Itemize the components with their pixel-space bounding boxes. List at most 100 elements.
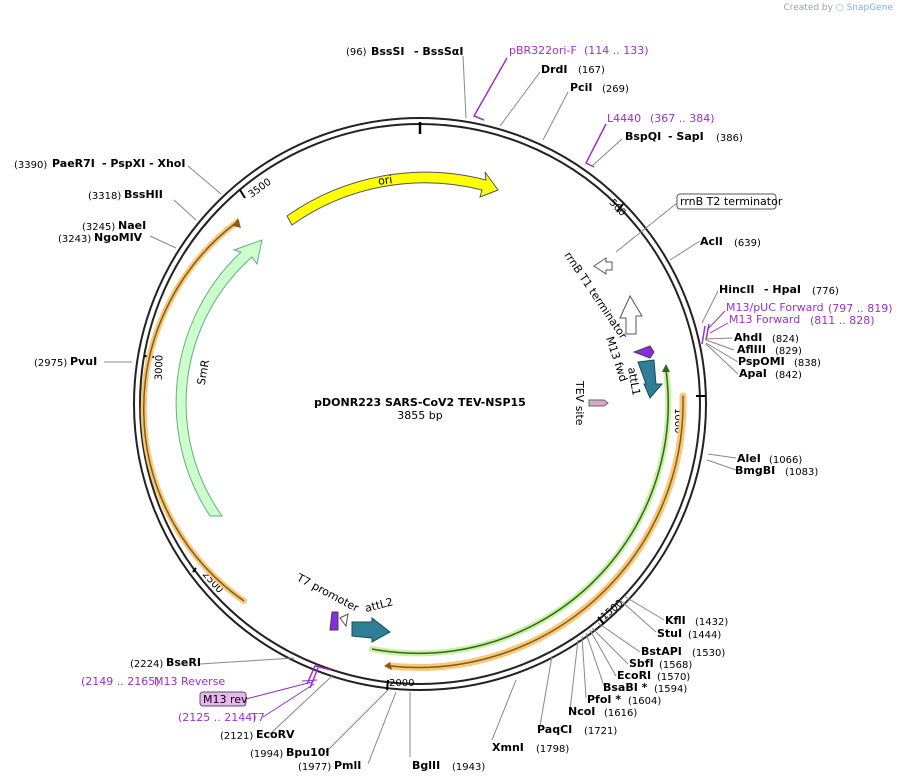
- site-hpai[interactable]: - HpaI: [764, 283, 801, 296]
- site-hincii[interactable]: HincII: [719, 283, 755, 296]
- site-kfli[interactable]: KflI: [665, 614, 686, 627]
- t7-promoter-label: T7 promoter: [294, 571, 362, 615]
- site-bglii-pos: (1943): [452, 762, 485, 773]
- tick-label-500: 500: [607, 197, 628, 218]
- site-ecori[interactable]: EcoRI: [617, 669, 651, 682]
- smr-label: SmR: [195, 358, 212, 386]
- site-acli-pos: (639): [734, 238, 761, 249]
- site-pfoi[interactable]: PfoI *: [587, 693, 621, 706]
- site-bsshii[interactable]: BssHII: [124, 188, 163, 201]
- primer-t7[interactable]: T7: [250, 711, 265, 724]
- site-pmli[interactable]: PmlI: [334, 759, 361, 772]
- t7-promoter-shape[interactable]: [329, 611, 339, 631]
- primer-leaders: [245, 310, 729, 718]
- orange-orf-left: [142, 221, 245, 602]
- primer-l4440-range: (367 .. 384): [650, 112, 715, 125]
- site-bspqi[interactable]: BspQI: [625, 130, 661, 143]
- site-pspxi-xhoi[interactable]: - PspXI - XhoI: [102, 157, 185, 170]
- site-stui-pos: (1444): [688, 630, 721, 641]
- green-orf: [371, 369, 669, 654]
- site-sbfi[interactable]: SbfI: [629, 657, 654, 670]
- site-pspomi[interactable]: PspOMI: [738, 355, 785, 368]
- green-orf-head: [662, 364, 670, 372]
- site-apai[interactable]: ApaI: [739, 367, 767, 380]
- primer-m13-puc-forward[interactable]: M13/pUC Forward: [726, 301, 824, 314]
- site-naei[interactable]: NaeI: [118, 219, 146, 232]
- site-ncoi[interactable]: NcoI: [568, 705, 595, 718]
- restriction-sites: (96) BssSI - BssSαI DrdI (167) PciI (269…: [14, 45, 839, 773]
- site-paer7i-pos: (3390): [14, 160, 47, 171]
- site-bsabi[interactable]: BsaBI *: [603, 681, 648, 694]
- site-pvui-pos: (2975): [34, 358, 67, 369]
- plasmid-size: 3855 bp: [397, 409, 442, 422]
- site-hincii-pos: (776): [812, 286, 839, 297]
- plasmid-name: pDONR223 SARS-CoV2 TEV-NSP15: [314, 396, 526, 409]
- site-drdi[interactable]: DrdI: [541, 63, 568, 76]
- site-paqci-pos: (1721): [584, 726, 617, 737]
- primer-m13-puc-forward-range: (797 .. 819): [828, 302, 893, 315]
- site-ahdi-pos: (824): [772, 334, 799, 345]
- site-ecori-pos: (1570): [657, 672, 690, 683]
- site-ahdi[interactable]: AhdI: [734, 331, 762, 344]
- primer-m13-forward-range: (811 .. 828): [810, 314, 875, 327]
- site-ncoi-pos: (1616): [604, 708, 637, 719]
- site-alei[interactable]: AleI: [737, 452, 761, 465]
- site-xmni[interactable]: XmnI: [492, 741, 524, 754]
- site-afliii-pos: (829): [775, 346, 802, 357]
- m13-fwd-shape[interactable]: [632, 345, 655, 359]
- site-bstapi-pos: (1530): [692, 648, 725, 659]
- primer-pbr322ori-f[interactable]: pBR322ori-F: [509, 44, 577, 57]
- site-sbfi-pos: (1568): [659, 660, 692, 671]
- site-pvui[interactable]: PvuI: [70, 355, 97, 368]
- site-sapi[interactable]: - SapI: [668, 130, 704, 143]
- rrnb-t2-leader: [615, 202, 678, 253]
- site-bsssi-pos: (96): [346, 47, 367, 58]
- ori-arrow[interactable]: [286, 171, 499, 226]
- site-afliii[interactable]: AflIII: [737, 343, 766, 356]
- site-bsabi-pos: (1594): [654, 684, 687, 695]
- site-pcii[interactable]: PciI: [570, 81, 592, 94]
- ori-label: ori: [377, 173, 393, 188]
- tick-label-3000: 3000: [154, 355, 166, 381]
- t7-promoter-bracket: [339, 613, 349, 628]
- site-paer7i[interactable]: PaeR7I: [52, 157, 95, 170]
- site-paqci[interactable]: PaqCI: [537, 723, 572, 736]
- primer-t7-range: (2125 .. 2144): [178, 711, 257, 724]
- site-bstapi[interactable]: BstAPI: [641, 645, 682, 658]
- attl1-arrow[interactable]: [637, 359, 664, 399]
- primer-pbr322ori-f-range: (114 .. 133): [584, 44, 649, 57]
- site-ecorv-pos: (2121): [220, 731, 253, 742]
- primer-labels: pBR322ori-F (114 .. 133) L4440 (367 .. 3…: [81, 44, 893, 724]
- site-ngomiv-pos: (3243): [58, 234, 91, 245]
- rrnb-t2-callout-box: [676, 193, 777, 210]
- watermark: Created by ○ SnapGene: [783, 3, 893, 13]
- primer-m13-rev-box: [199, 691, 247, 707]
- site-bpu10i[interactable]: Bpu10I: [286, 746, 330, 759]
- site-bsssi[interactable]: BssSI: [371, 45, 405, 58]
- site-bsssai[interactable]: - BssSαI: [414, 45, 463, 58]
- site-bglii[interactable]: BglII: [412, 759, 440, 772]
- rrnb-t2-terminator-shape[interactable]: [593, 257, 613, 275]
- primer-m13-rev[interactable]: M13 rev: [203, 693, 248, 706]
- primer-l4440[interactable]: L4440: [607, 112, 641, 125]
- site-bseri[interactable]: BseRI: [166, 656, 201, 669]
- site-acli[interactable]: AclI: [700, 235, 723, 248]
- orange-orf-left-head: [233, 218, 241, 228]
- primer-m13-forward[interactable]: M13 Forward: [729, 313, 800, 326]
- smr-arrow[interactable]: [175, 239, 263, 517]
- primer-m13-reverse[interactable]: M13 Reverse: [154, 675, 225, 688]
- tev-site-shape[interactable]: [588, 399, 609, 407]
- site-naei-pos: (3245): [82, 222, 115, 233]
- site-ecorv[interactable]: EcoRV: [256, 728, 295, 741]
- site-pcii-pos: (269): [602, 84, 629, 95]
- site-ngomiv[interactable]: NgoMIV: [94, 231, 143, 244]
- rrnb-t1-terminator-shape[interactable]: [619, 294, 643, 335]
- attl2-arrow[interactable]: [351, 616, 391, 643]
- site-bmgbi[interactable]: BmgBI: [735, 464, 775, 477]
- site-drdi-pos: (167): [578, 65, 605, 76]
- orange-orf-right-head: [384, 662, 392, 670]
- watermark-prefix: Created by: [783, 3, 833, 13]
- enzyme-leaders: [104, 55, 739, 765]
- site-stui[interactable]: StuI: [657, 627, 682, 640]
- rrnb-t1-label: rrnB T1 terminator: [562, 249, 630, 342]
